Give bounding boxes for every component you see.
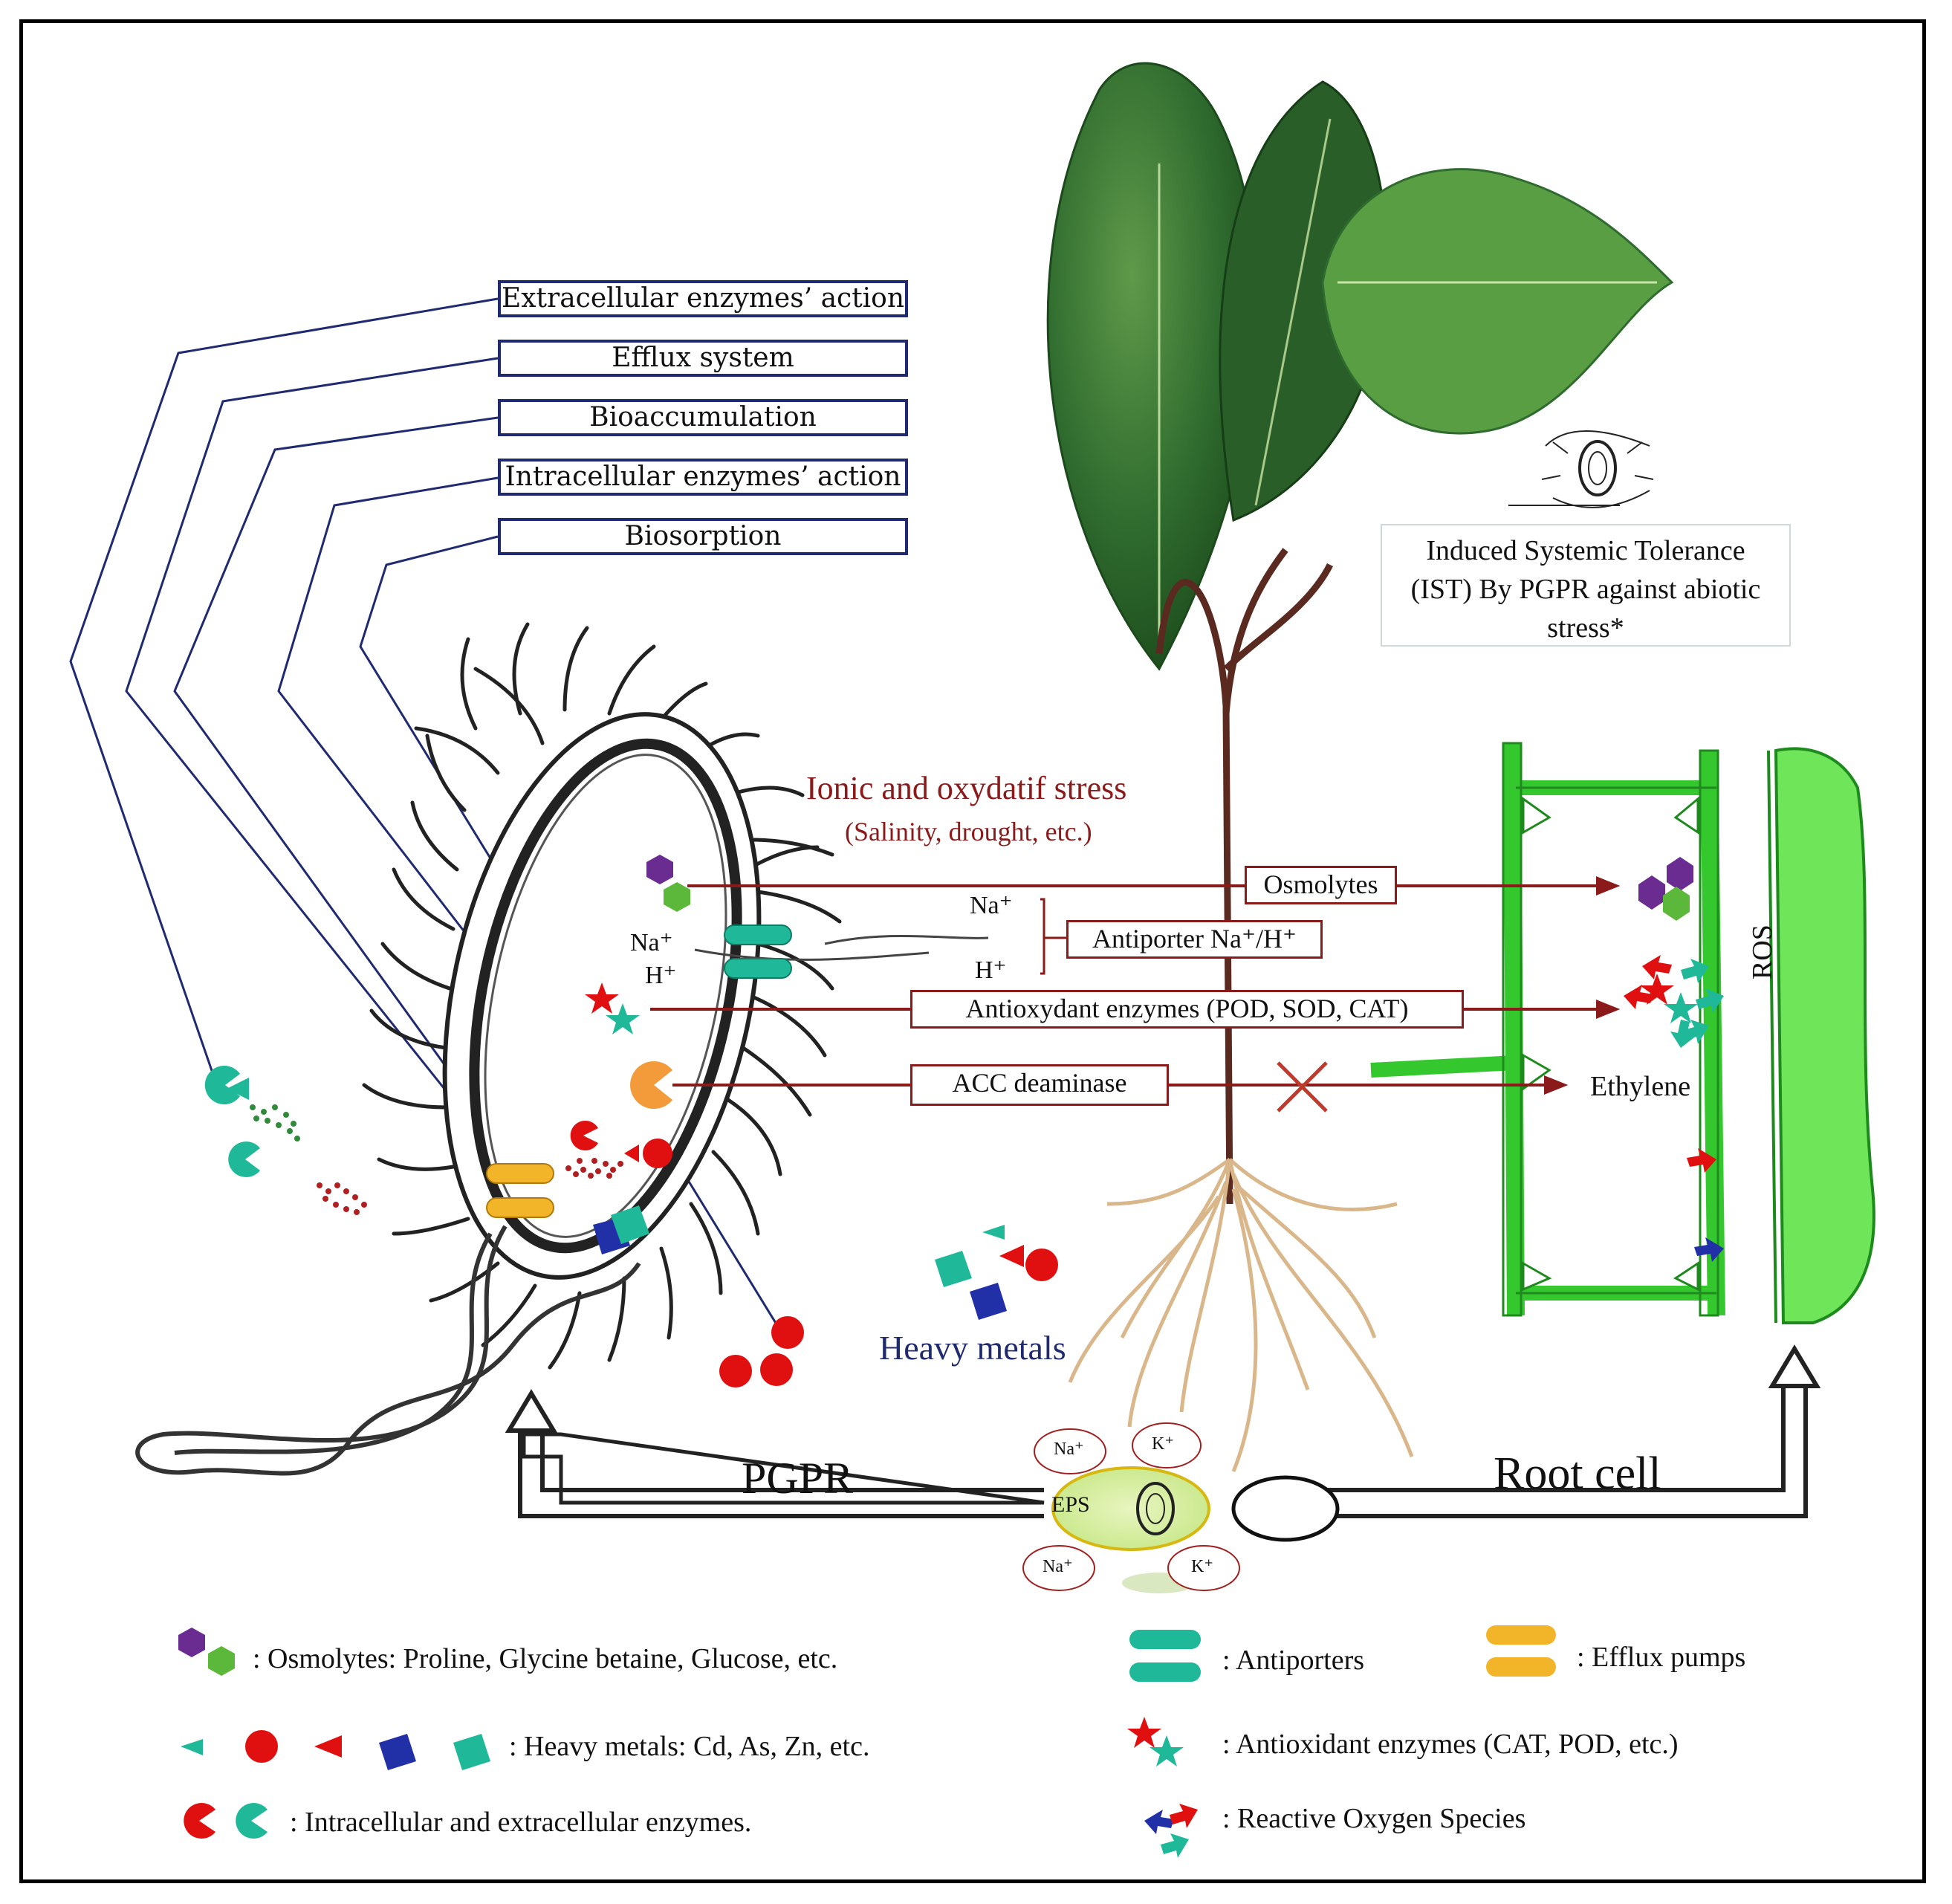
mechanism-box-biosorption: Biosorption [498, 518, 908, 555]
na-ion-left: Na⁺ [630, 929, 673, 956]
eps-k-label-2: K⁺ [1191, 1557, 1213, 1576]
antioxidant-label: Antioxydant enzymes (POD, SOD, CAT) [910, 990, 1464, 1029]
osmolytes-in-root-cell [1638, 857, 1693, 921]
pgpr-open-arrow [505, 1389, 1044, 1518]
mechanism-box-efflux-system: Efflux system [498, 340, 908, 377]
heavy-metals-cluster [935, 1225, 1058, 1320]
efflux-pump [486, 1163, 554, 1218]
root-cell-open-arrow [1326, 1344, 1821, 1518]
acc-deaminase-label: ACC deaminase [910, 1064, 1169, 1106]
legend-ros: : Reactive Oxygen Species [1222, 1803, 1526, 1834]
legend-enzymes: : Intracellular and extracellular enzyme… [290, 1807, 752, 1838]
mechanism-box-intracellular-enzymes: Intracellular enzymes’ action [498, 459, 908, 496]
pgpr-arrow [522, 1432, 1045, 1505]
extracellular-dots [250, 1104, 300, 1142]
legend-osmolytes: : Osmolytes: Proline, Glycine betaine, G… [253, 1643, 838, 1674]
extracellular-enzymes [204, 1066, 260, 1177]
bacterium-flagellum [135, 1225, 641, 1476]
stress-title: Ionic and oxydatif stress [806, 770, 1127, 806]
eps-na-label-2: Na⁺ [1043, 1557, 1073, 1576]
plant-stem [1155, 548, 1334, 1205]
ros-label: ROS [1747, 925, 1778, 979]
antiporter-arrows [694, 898, 1066, 975]
osmolytes-in-bacterium [646, 855, 690, 912]
antiporter-channel [724, 925, 792, 979]
ist-bacterium-sketch [1508, 430, 1654, 508]
figure-frame [19, 19, 1926, 1883]
efflux-dots-outside [317, 1182, 367, 1215]
heavy-metals-label: Heavy metals [879, 1329, 1066, 1367]
root-cell [1370, 742, 1875, 1324]
stress-subtitle: (Salinity, drought, etc.) [845, 817, 1092, 846]
legend-antioxidant: : Antioxidant enzymes (CAT, POD, etc.) [1222, 1729, 1679, 1760]
antiporter-label: Antiporter Na⁺/H⁺ [1066, 920, 1323, 959]
intracellular-enzymes [570, 1121, 672, 1254]
ros-arrows-root [1624, 955, 1724, 1262]
na-ion-right: Na⁺ [970, 892, 1013, 919]
eps-k-label-1: K⁺ [1152, 1434, 1174, 1454]
legend-icons [178, 1625, 1556, 1858]
plant-roots [1068, 1157, 1414, 1472]
mechanism-box-extracellular-enzymes: Extracellular enzymes’ action [498, 280, 908, 317]
h-ion-right: H⁺ [975, 956, 1007, 984]
bioaccumulation-dots [565, 1158, 623, 1179]
antioxidant-stars-bacterium [585, 982, 640, 1034]
eps-na-label-1: Na⁺ [1054, 1440, 1084, 1459]
h-ion-left: H⁺ [645, 962, 677, 989]
antioxidant-stars-root [1640, 974, 1698, 1023]
pgpr-label: PGPR [742, 1454, 854, 1503]
legend-heavy-metals: : Heavy metals: Cd, As, Zn, etc. [509, 1731, 870, 1762]
ethylene-label: Ethylene [1590, 1071, 1691, 1102]
mechanism-box-bioaccumulation: Bioaccumulation [498, 399, 908, 436]
root-cell-label: Root cell [1494, 1448, 1661, 1499]
acc-deaminase-icon [630, 1061, 672, 1109]
legend-efflux-pumps: : Efflux pumps [1577, 1642, 1746, 1673]
biosorbed-metals [719, 1316, 804, 1387]
eps-label: EPS [1051, 1492, 1090, 1517]
eps-cluster [1022, 1422, 1340, 1593]
ist-label: Induced Systemic Tolerance (IST) By PGPR… [1381, 524, 1791, 647]
plant-leaves [1046, 62, 1674, 671]
legend-antiporters: : Antiporters [1222, 1645, 1365, 1676]
osmolytes-label: Osmolytes [1245, 866, 1397, 904]
acc-block-cross-icon [1277, 1061, 1328, 1113]
